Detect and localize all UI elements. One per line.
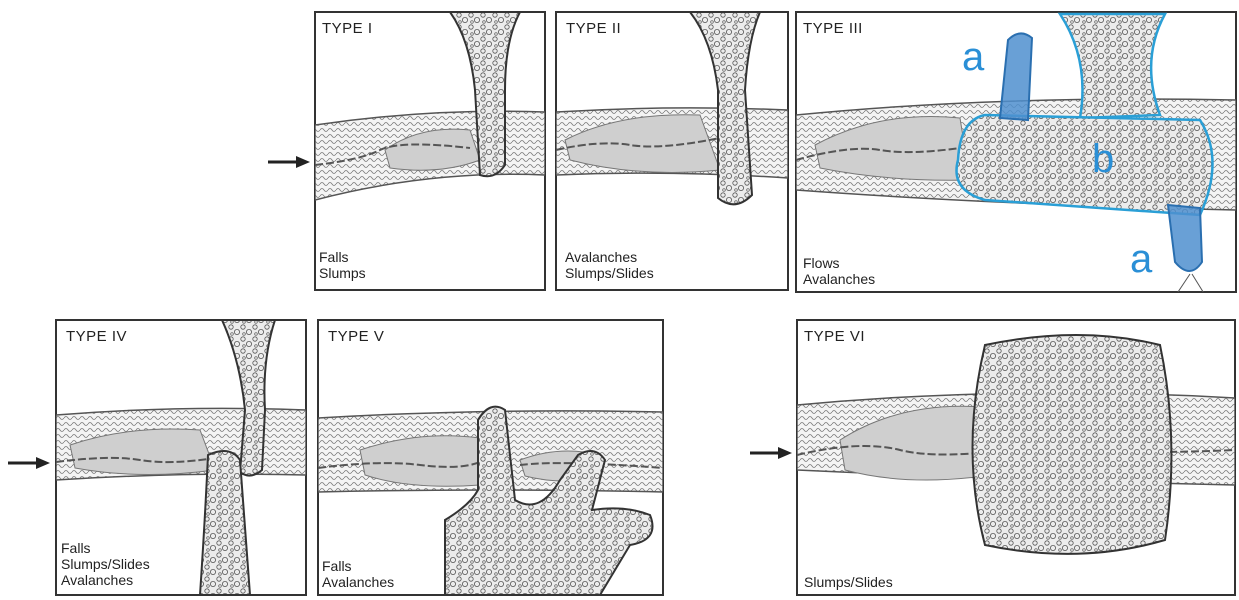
- panel-caption: Avalanches: [803, 271, 875, 287]
- panel-type-5: TYPE V Falls Avalanches: [318, 320, 663, 595]
- panel-type-3: TYPE III Flows Avalanches a b a: [796, 12, 1236, 295]
- panel-title: TYPE V: [328, 328, 384, 345]
- annotation-a: a: [962, 35, 985, 79]
- panel-type-2: TYPE II Avalanches Slumps/Slides: [556, 12, 788, 290]
- panel-caption: Slumps/Slides: [804, 574, 893, 590]
- panel-caption: Slumps/Slides: [61, 556, 150, 572]
- panel-title: TYPE III: [803, 20, 863, 37]
- panel-type-6: TYPE VI Slumps/Slides: [797, 320, 1235, 595]
- panel-caption: Avalanches: [322, 574, 394, 590]
- panel-caption: Falls: [322, 558, 352, 574]
- panel-title: TYPE IV: [66, 328, 127, 345]
- flow-direction-arrow-icon: [8, 457, 50, 469]
- deposit-b-outline: [957, 115, 1213, 215]
- panel-caption: Avalanches: [565, 249, 637, 265]
- panel-type-1: TYPE I Falls Slumps: [315, 12, 545, 290]
- annotation-b: b: [1092, 137, 1114, 181]
- panel-caption: Flows: [803, 255, 840, 271]
- panel-type-4: TYPE IV Falls Slumps/Slides Avalanches: [56, 320, 306, 595]
- flow-direction-arrow-icon: [268, 156, 310, 168]
- panel-caption: Falls: [61, 540, 91, 556]
- panel-title: TYPE VI: [804, 328, 865, 345]
- panel-caption: Slumps: [319, 265, 366, 281]
- panel-caption: Falls: [319, 249, 349, 265]
- panel-caption: Slumps/Slides: [565, 265, 654, 281]
- annotation-a: a: [1130, 237, 1153, 281]
- panel-title: TYPE II: [566, 20, 621, 37]
- panel-title: TYPE I: [322, 20, 373, 37]
- panel-caption: Avalanches: [61, 572, 133, 588]
- flow-direction-arrow-icon: [750, 447, 792, 459]
